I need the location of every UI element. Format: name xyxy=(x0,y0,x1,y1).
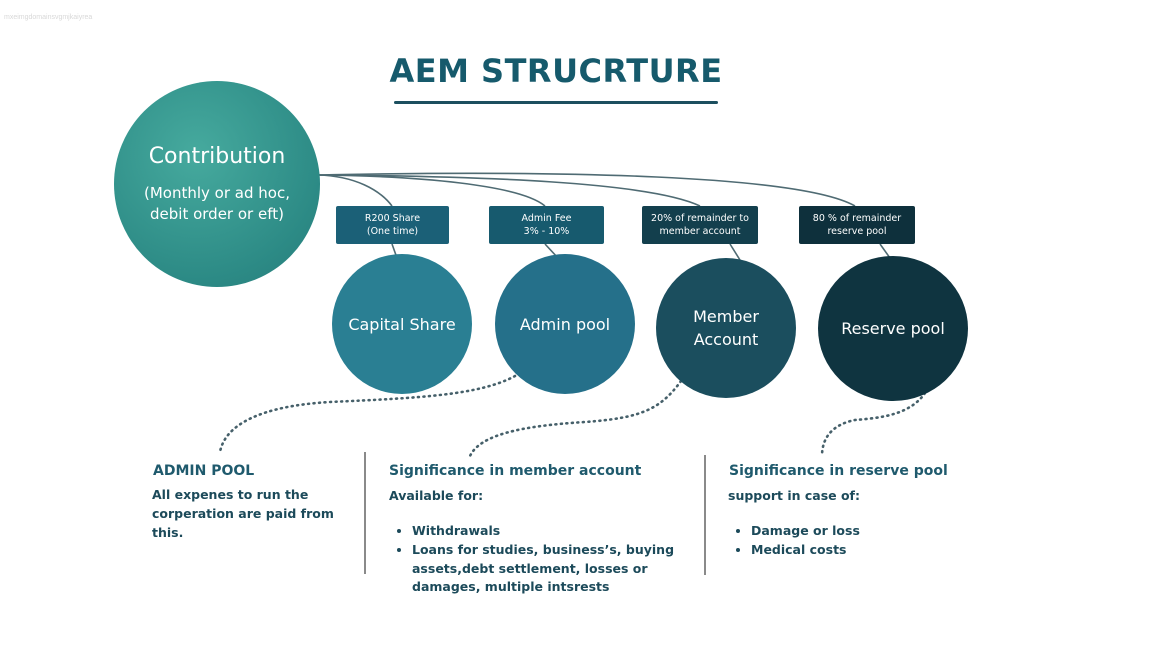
list-item: Damage or loss xyxy=(751,522,971,541)
tag-member-account: 20% of remainder to member account xyxy=(642,206,758,244)
watermark: mxeimgdomainsvgmjkaiyrea xyxy=(4,14,93,21)
contribution-title: Contribution xyxy=(148,143,286,169)
tag-capital-share: R200 Share (One time) xyxy=(336,206,449,244)
branch-reserve xyxy=(317,172,856,207)
tag-link-reserve xyxy=(879,243,891,259)
admin-pool-circle: Admin pool xyxy=(495,254,635,394)
tag-line: R200 Share xyxy=(364,213,421,224)
tag-line: 80 % of remainder xyxy=(812,213,902,224)
tag-line: (One time) xyxy=(366,226,419,237)
member-account-circle: Member Account xyxy=(656,258,796,398)
tag-line: reserve pool xyxy=(827,226,887,237)
contribution-circle: Contribution (Monthly or ad hoc, debit o… xyxy=(114,81,320,287)
dotted-member xyxy=(468,379,683,458)
capital-share-circle: Capital Share xyxy=(332,254,472,394)
tag-line: 3% - 10% xyxy=(523,226,570,237)
title-underline xyxy=(394,101,718,104)
page-title: AEM STRUCRTURE xyxy=(389,52,723,90)
admin-section-heading: ADMIN POOL xyxy=(153,463,255,479)
list-item: Withdrawals xyxy=(412,522,682,541)
reserve-list: Damage or loss Medical costs xyxy=(729,522,971,560)
contribution-subtitle: (Monthly or ad hoc, debit order or eft) xyxy=(144,183,290,223)
dotted-reserve xyxy=(820,391,927,458)
reserve-section-heading: Significance in reserve pool xyxy=(729,463,948,479)
admin-section-text: All expenes to run the corperation are p… xyxy=(152,487,334,540)
divider xyxy=(704,455,706,575)
pool-label: Reserve pool xyxy=(841,319,945,338)
pool-label: Member Account xyxy=(693,307,759,349)
pool-label: Admin pool xyxy=(519,314,611,334)
tag-line: member account xyxy=(659,226,741,237)
dotted-admin xyxy=(218,374,517,454)
reserve-section-intro: support in case of: xyxy=(728,488,860,503)
reserve-pool-circle: Reserve pool xyxy=(818,256,968,401)
branch-member xyxy=(317,174,701,207)
pool-label: Capital Share xyxy=(348,314,456,334)
tag-line: Admin Fee xyxy=(521,213,572,224)
member-section-intro: Available for: xyxy=(389,488,484,503)
tag-reserve-pool: 80 % of remainder reserve pool xyxy=(799,206,915,244)
member-section-heading: Significance in member account xyxy=(389,463,642,479)
tag-admin-fee: Admin Fee 3% - 10% xyxy=(489,206,604,244)
divider xyxy=(364,452,366,574)
tag-line: 20% of remainder to xyxy=(651,213,749,224)
tag-link-member xyxy=(729,243,741,261)
list-item: Medical costs xyxy=(751,541,971,560)
branch-capital xyxy=(317,174,393,207)
list-item: Loans for studies, business’s, buying as… xyxy=(412,541,682,597)
member-list: Withdrawals Loans for studies, business’… xyxy=(390,522,682,597)
